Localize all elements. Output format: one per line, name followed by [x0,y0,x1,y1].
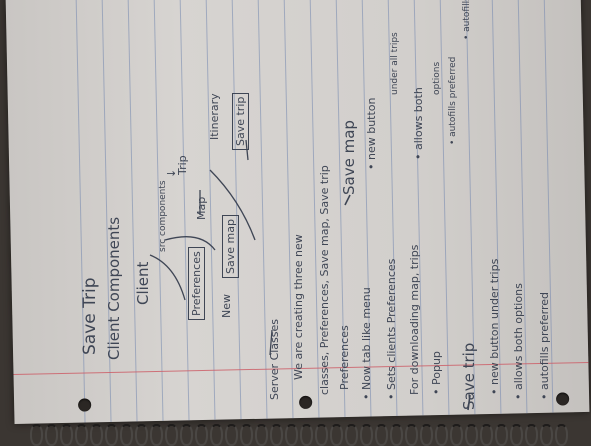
arrow-src-to-map [164,236,216,251]
arrow-itinerary-to-savetrip [245,139,249,161]
arrow-new-to-savemap [269,329,273,356]
spiral-binding [30,424,590,446]
arrow-client-to-preferences [149,254,186,301]
arrow-save-trip [467,394,471,411]
arrow-itinerary-to-savemap [209,169,256,241]
arrow-save-map [344,194,351,206]
